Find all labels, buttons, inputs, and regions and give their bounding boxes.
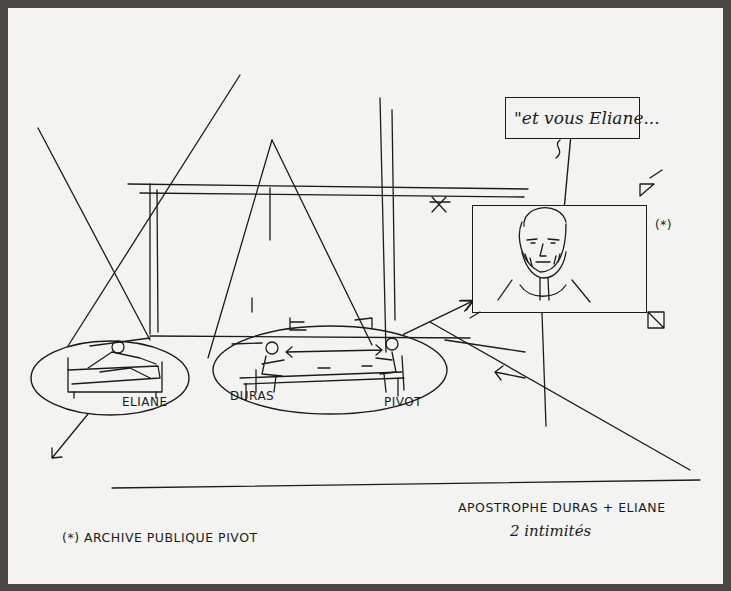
note-label: (*) ARCHIVE PUBLIQUE PIVOT [62, 530, 258, 545]
speech-hook [556, 140, 560, 158]
back-wall-line [128, 184, 528, 189]
node-label: DURAS [230, 389, 274, 403]
corner-mark [640, 170, 662, 196]
sofa-figure [68, 341, 162, 398]
video-screen: (*) [472, 205, 647, 313]
floor-line [112, 480, 700, 488]
ellipse-outline [213, 326, 447, 414]
back-wall-line [140, 193, 524, 197]
floor-line [150, 336, 470, 338]
side-wall-line [157, 190, 158, 332]
screen-leg [542, 313, 546, 426]
node-label: ELIANE [122, 395, 168, 409]
light-cone [68, 75, 240, 346]
floor-line [445, 340, 525, 352]
corner-mark [648, 312, 664, 328]
pointer-arrow [52, 414, 88, 458]
light-cone [38, 128, 150, 340]
side-wall-line [149, 184, 150, 334]
face-portrait [498, 208, 590, 302]
light-cone [208, 140, 272, 358]
light-cone [392, 110, 395, 320]
node-label: (*) [655, 218, 672, 232]
speech-box: "et vous Eliane... [505, 97, 640, 139]
node-label: PIVOT [384, 395, 422, 409]
light-cone [272, 140, 372, 345]
connector-line [564, 139, 570, 205]
floor-arrow [495, 366, 525, 380]
floor-line [430, 322, 690, 470]
connector-arrow [403, 301, 472, 334]
note-label: APOSTROPHE DURAS + ELIANE [458, 500, 666, 515]
spot-area: ELIANE [30, 340, 190, 416]
light-cone [380, 98, 386, 352]
floor-mark [251, 298, 252, 312]
corner-mark [430, 197, 450, 212]
note-label: 2 intimités [510, 522, 591, 540]
ellipse-outline [31, 341, 189, 415]
spot-area: DURAS PIVOT [212, 325, 448, 415]
speech-text: "et vous Eliane... [514, 108, 660, 128]
light-cone [269, 188, 270, 240]
paper-sheet [8, 8, 723, 584]
